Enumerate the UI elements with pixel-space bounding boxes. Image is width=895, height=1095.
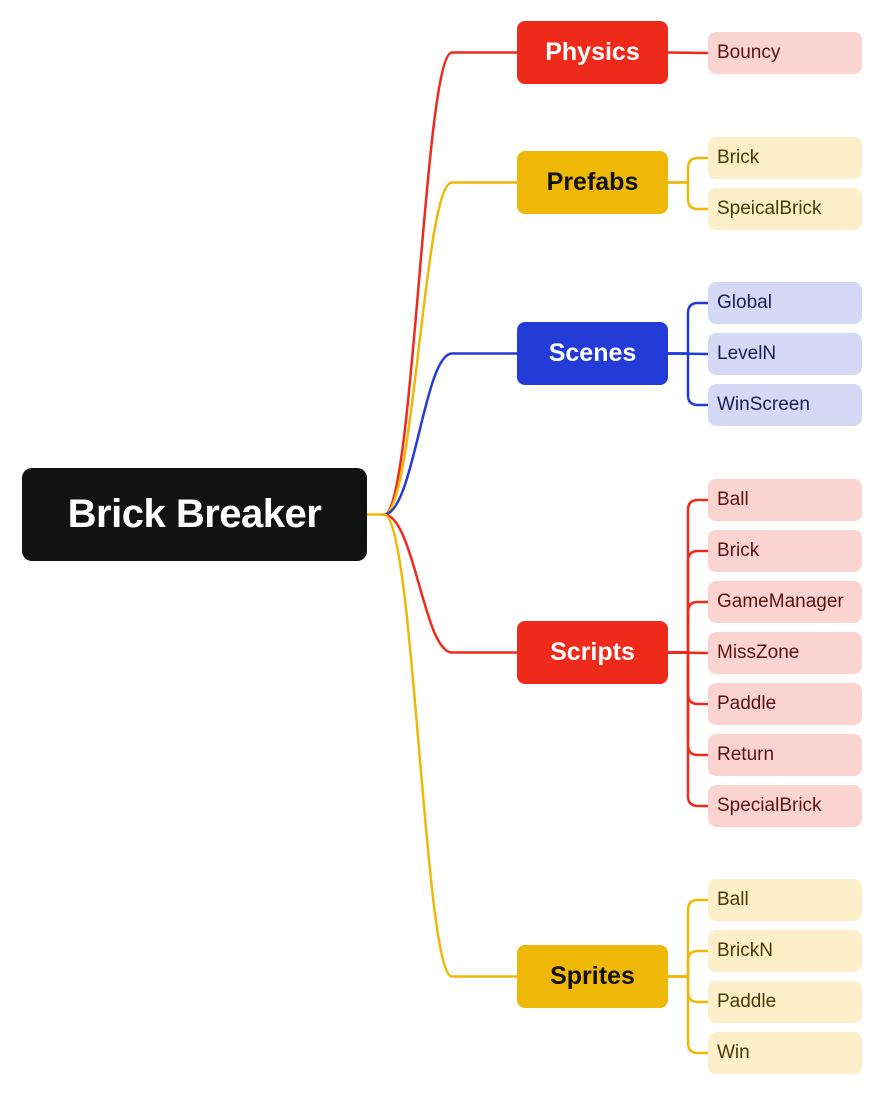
leaf-scripts-specialbrick[interactable]: SpecialBrick — [708, 785, 862, 827]
leaf-prefabs-speicalbrick[interactable]: SpeicalBrick — [708, 188, 862, 230]
leaf-scripts-brick[interactable]: Brick — [708, 530, 862, 572]
leaf-prefabs-brick[interactable]: Brick — [708, 137, 862, 179]
leaf-scripts-paddle[interactable]: Paddle — [708, 683, 862, 725]
branch-connector-sprites — [382, 513, 519, 978]
leaf-connector-sprites-0 — [666, 898, 710, 978]
leaf-physics-bouncy[interactable]: Bouncy — [708, 32, 862, 74]
leaf-connector-scripts-0 — [666, 498, 710, 654]
leaf-connector-scripts-6 — [666, 651, 710, 808]
branch-connector-prefabs — [382, 181, 519, 516]
leaf-sprites-brickn[interactable]: BrickN — [708, 930, 862, 972]
branch-scripts[interactable]: Scripts — [517, 621, 668, 684]
leaf-sprites-ball[interactable]: Ball — [708, 879, 862, 921]
leaf-scripts-return[interactable]: Return — [708, 734, 862, 776]
leaf-connector-scripts-1 — [666, 549, 710, 654]
leaf-connector-sprites-3 — [666, 975, 710, 1055]
branch-connector-scenes — [382, 352, 519, 516]
leaf-connector-physics-0 — [666, 51, 710, 55]
leaf-scripts-misszone[interactable]: MissZone — [708, 632, 862, 674]
leaf-connector-scenes-2 — [666, 352, 710, 407]
leaf-sprites-paddle[interactable]: Paddle — [708, 981, 862, 1023]
branch-connector-physics — [382, 51, 519, 516]
root-topic[interactable]: Brick Breaker — [22, 468, 367, 561]
branch-physics[interactable]: Physics — [517, 21, 668, 84]
leaf-scenes-winscreen[interactable]: WinScreen — [708, 384, 862, 426]
leaf-scenes-global[interactable]: Global — [708, 282, 862, 324]
leaf-scripts-ball[interactable]: Ball — [708, 479, 862, 521]
leaf-sprites-win[interactable]: Win — [708, 1032, 862, 1074]
leaf-connector-prefabs-0 — [666, 156, 710, 184]
branch-prefabs[interactable]: Prefabs — [517, 151, 668, 214]
leaf-connector-sprites-1 — [666, 949, 710, 978]
leaf-scenes-leveln[interactable]: LevelN — [708, 333, 862, 375]
leaf-connector-scripts-2 — [666, 600, 710, 654]
branch-sprites[interactable]: Sprites — [517, 945, 668, 1008]
branch-connector-scripts — [382, 513, 519, 654]
leaf-connector-prefabs-1 — [666, 181, 710, 211]
leaf-connector-scenes-0 — [666, 301, 710, 355]
branch-scenes[interactable]: Scenes — [517, 322, 668, 385]
leaf-scripts-gamemanager[interactable]: GameManager — [708, 581, 862, 623]
